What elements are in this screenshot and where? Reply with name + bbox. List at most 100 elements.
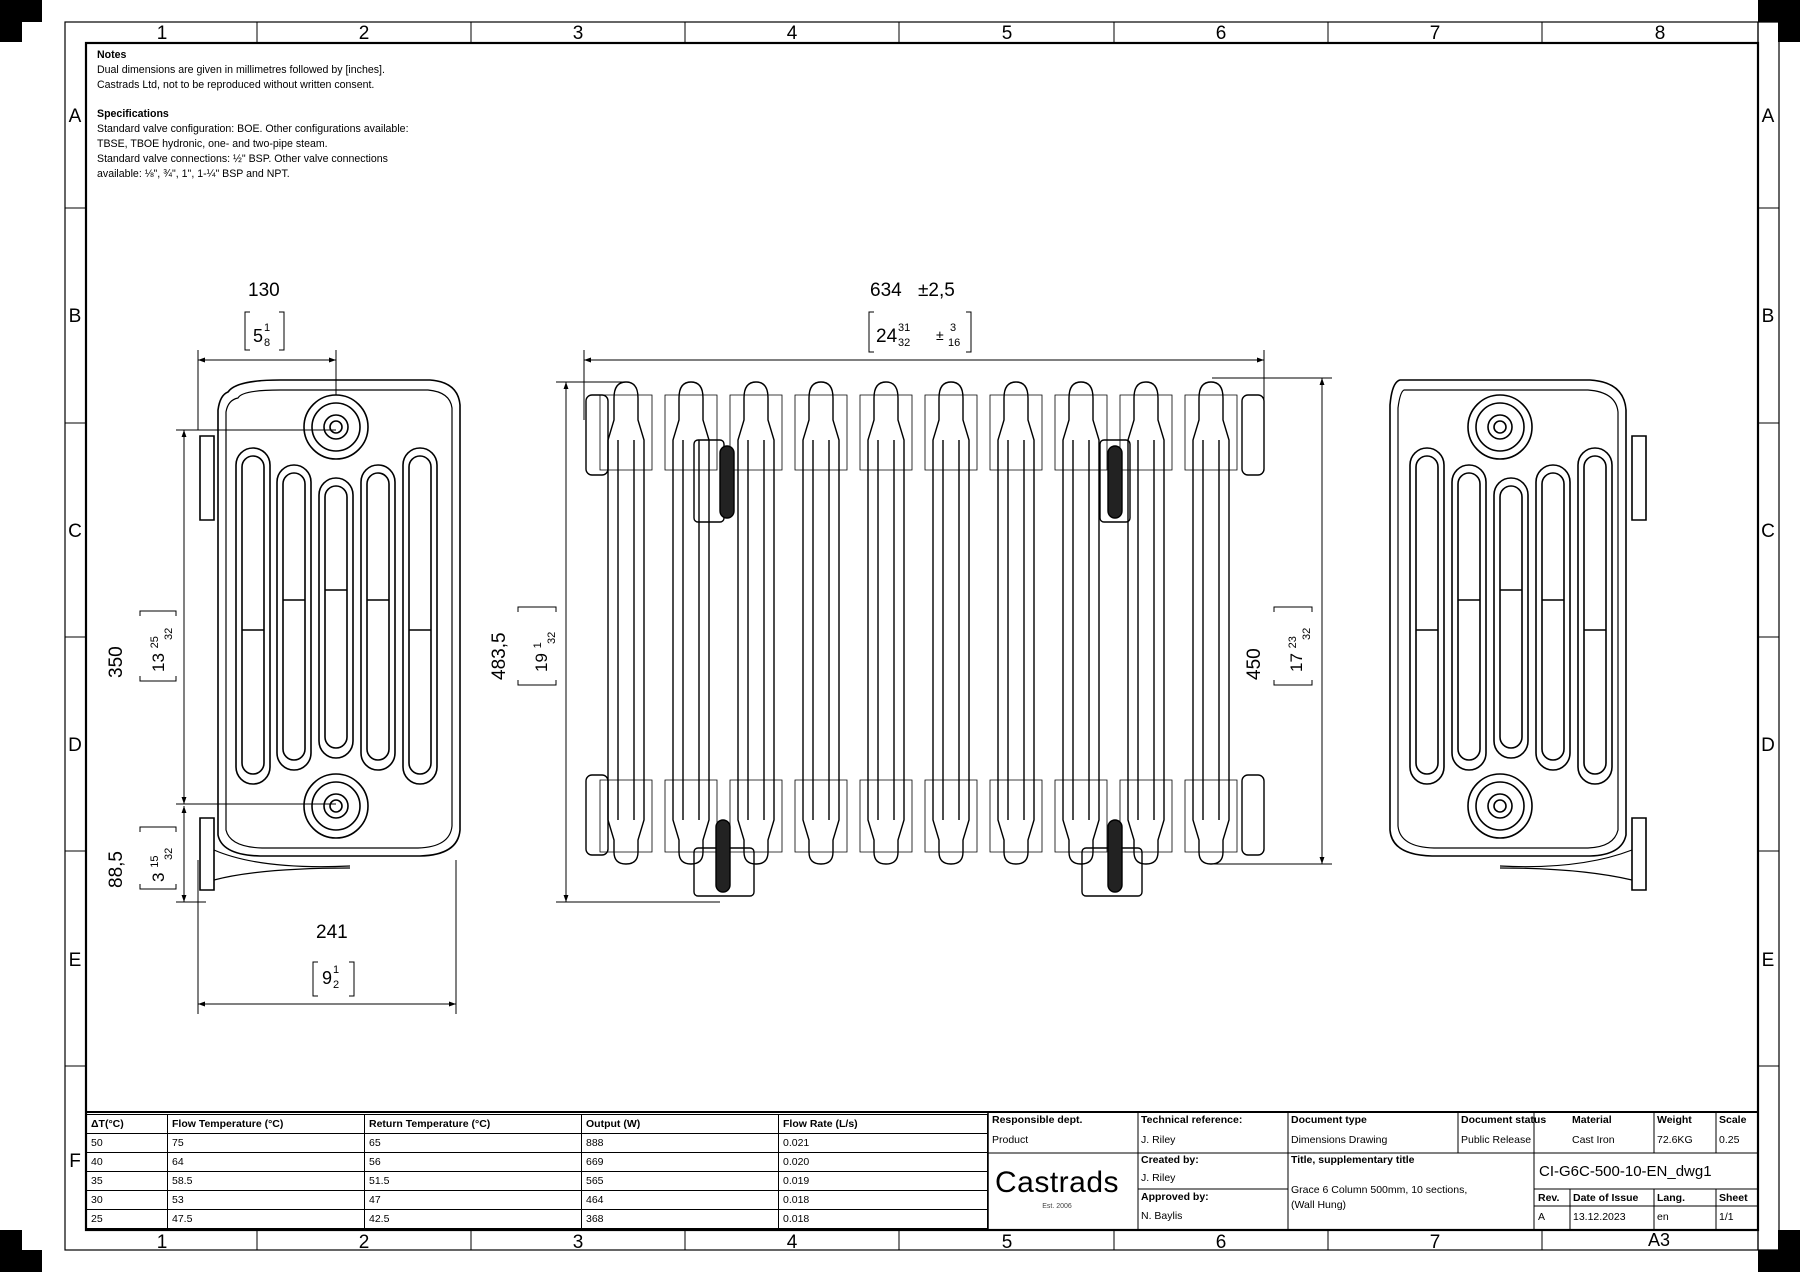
- table-cell: 565: [581, 1171, 779, 1191]
- table-cell: 888: [581, 1133, 779, 1153]
- responsible-dept: Product: [992, 1134, 1029, 1146]
- title-line-1: Grace 6 Column 500mm, 10 sections,: [1291, 1184, 1468, 1196]
- dim-side-base-in-frac: 1: [333, 964, 339, 976]
- date-of-issue: 13.12.2023: [1573, 1211, 1626, 1223]
- responsible-dept-label: Responsible dept.: [992, 1114, 1083, 1126]
- side-view-left: [199, 379, 461, 891]
- dim-side-base-mm: 241: [316, 922, 348, 943]
- zone-ticks: [65, 22, 1779, 1250]
- dim-side-centres-in: 13 25: [149, 636, 168, 672]
- table-cell: 0.021: [778, 1133, 988, 1153]
- table-cell: 42.5: [364, 1209, 582, 1229]
- dim-side-centres-in-den: 32: [163, 628, 175, 640]
- document-type-label: Document type: [1291, 1114, 1367, 1126]
- table-cell: 51.5: [364, 1171, 582, 1191]
- radiator-section: [1054, 381, 1108, 865]
- col-label-3: 3: [573, 23, 584, 44]
- col-label-1-bottom: 1: [157, 1232, 168, 1253]
- col-label-2: 2: [359, 23, 370, 44]
- weight-label: Weight: [1657, 1114, 1692, 1126]
- radiator-section: [924, 381, 978, 865]
- row-label-B-right: B: [1762, 306, 1775, 327]
- dim-front-width-in-tol: ±: [936, 327, 944, 343]
- scale: 0.25: [1719, 1134, 1740, 1146]
- radiator-section: [729, 381, 783, 865]
- document-status: Public Release: [1461, 1134, 1532, 1146]
- front-view: [585, 381, 1265, 897]
- side-view-dimensions: [139, 311, 457, 1014]
- castrads-logo: Castrads: [994, 1166, 1120, 1199]
- table-cell: 40: [86, 1152, 168, 1172]
- dim-front-height-in: 19 1: [532, 642, 551, 672]
- material: Cast Iron: [1572, 1134, 1615, 1146]
- front-view-dimensions: [517, 311, 1332, 903]
- dim-front-height-in-den: 32: [546, 632, 558, 644]
- radiator-section: [794, 381, 848, 865]
- col-label-2-bottom: 2: [359, 1232, 370, 1253]
- title-label: Title, supplementary title: [1291, 1154, 1415, 1166]
- date-label: Date of Issue: [1573, 1192, 1639, 1204]
- castrads-logo-est: Est. 2006: [1042, 1203, 1072, 1210]
- dim-front-section-in: 17 23: [1287, 636, 1306, 672]
- dim-side-centres-mm: 350: [106, 646, 127, 678]
- frame-outer-right: [1757, 21, 1780, 1251]
- title-line-2: (Wall Hung): [1291, 1199, 1347, 1211]
- dim-side-depth-in-frac-den: 8: [264, 337, 270, 349]
- radiator-section: [1184, 381, 1238, 865]
- document-number: CI-G6C-500-10-EN_dwg1: [1539, 1163, 1712, 1180]
- table-cell: 25: [86, 1209, 168, 1229]
- dim-side-base-in: 9: [322, 968, 332, 988]
- col-label-5-bottom: 5: [1002, 1232, 1013, 1253]
- specifications-heading: Specifications: [97, 108, 169, 120]
- row-label-D: D: [68, 735, 82, 756]
- side-view-dimension-text: 130 5 1 8 241 9 1 2 350 13 25 32 88,5 3 …: [106, 280, 348, 991]
- front-view-dimension-text: 634 ±2,5 24 31 32 ± 3 16 483,5 19 1 32 4…: [489, 280, 1313, 680]
- zone-labels: 1 2 3 4 5 6 7 8 1 2 3 4 5 6 7 A B C D E …: [68, 23, 1775, 1253]
- technical-reference-label: Technical reference:: [1141, 1114, 1243, 1126]
- dim-side-base-in-frac-den: 2: [333, 979, 339, 991]
- radiator-section: [599, 381, 653, 865]
- table-cell: 47: [364, 1190, 582, 1210]
- notes-block: Notes Dual dimensions are given in milli…: [97, 48, 517, 182]
- dim-front-width-tol: ±2,5: [918, 280, 955, 301]
- table-cell: 0.020: [778, 1152, 988, 1172]
- dim-front-width-in-den: 32: [898, 337, 910, 349]
- dim-front-width-in-tol-num: 3: [950, 322, 956, 334]
- header-flow-rate: Flow Rate (L/s): [778, 1114, 988, 1134]
- dim-front-height-mm: 483,5: [489, 632, 510, 680]
- col-label-6: 6: [1216, 23, 1227, 44]
- table-cell: 50: [86, 1133, 168, 1153]
- radiator-section: [1119, 381, 1173, 865]
- row-label-D-right: D: [1761, 735, 1775, 756]
- table-cell: 30: [86, 1190, 168, 1210]
- col-label-7-bottom: 7: [1430, 1232, 1441, 1253]
- dim-side-depth-mm: 130: [248, 280, 280, 301]
- col-label-8: 8: [1655, 23, 1666, 44]
- material-label: Material: [1572, 1114, 1612, 1126]
- sheet-label: Sheet: [1719, 1192, 1748, 1204]
- row-label-C: C: [68, 521, 82, 542]
- paper-size: A3: [1648, 1230, 1671, 1250]
- dim-front-section-in-den: 32: [1301, 628, 1313, 640]
- spec-line: available: ⅛", ¾", 1", 1-¼" BSP and NPT.: [97, 168, 290, 180]
- col-label-1: 1: [157, 23, 168, 44]
- lang: en: [1657, 1211, 1669, 1223]
- col-label-6-bottom: 6: [1216, 1232, 1227, 1253]
- table-cell: 64: [167, 1152, 365, 1172]
- title-block-lines: [86, 1111, 1758, 1230]
- dim-front-width-mm: 634: [870, 280, 902, 301]
- sheet: 1/1: [1719, 1211, 1734, 1223]
- table-cell: 0.018: [778, 1209, 988, 1229]
- table-cell: 47.5: [167, 1209, 365, 1229]
- dim-side-floor-mm: 88,5: [106, 851, 127, 888]
- table-cell: 0.018: [778, 1190, 988, 1210]
- table-cell: 53: [167, 1190, 365, 1210]
- radiator-section: [989, 381, 1043, 865]
- header-output: Output (W): [581, 1114, 779, 1134]
- spec-line: Standard valve configuration: BOE. Other…: [97, 123, 409, 135]
- created-by-label: Created by:: [1141, 1154, 1199, 1166]
- row-label-C-right: C: [1761, 521, 1775, 542]
